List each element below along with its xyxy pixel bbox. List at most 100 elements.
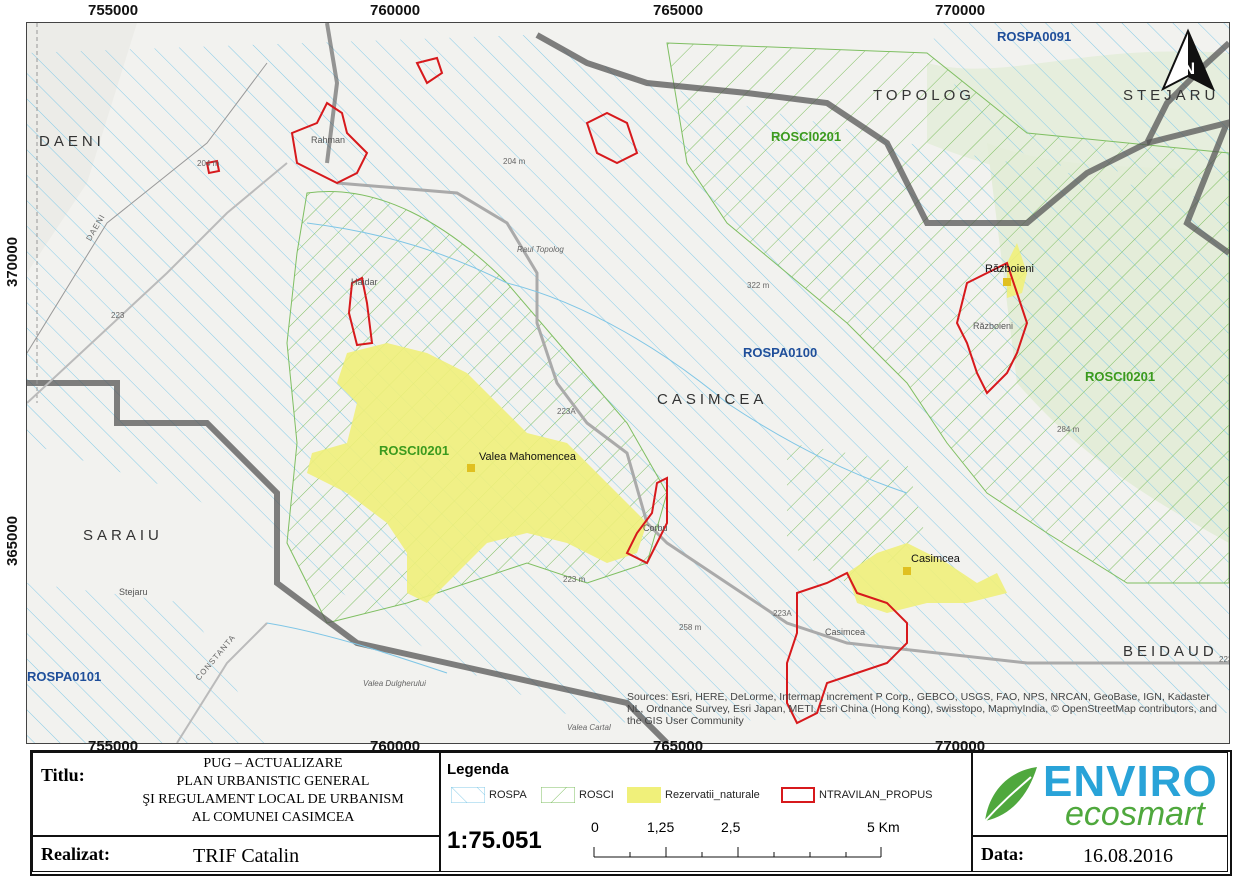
boundary-n (325, 23, 340, 164)
scale-tick-0: 0 (591, 819, 599, 835)
title-text: PUG – ACTUALIZARE PLAN URBANISTIC GENERA… (113, 755, 433, 827)
label-road-223A-2: 223A (773, 609, 792, 618)
title-line-3: ŞI REGULAMENT LOCAL DE URBANISM (142, 792, 404, 807)
boundary-e (1146, 119, 1229, 256)
label-casimcea-village: Casimcea (825, 627, 866, 637)
label-rospa0100: ROSPA0100 (743, 345, 818, 360)
title-label: Titlu: (41, 765, 85, 785)
scale-bar (593, 847, 882, 858)
coord-top-765000: 765000 (653, 2, 704, 19)
label-elevation-6: 204 m (197, 159, 220, 168)
intravilan-north (415, 56, 444, 85)
intravilan-casimcea (786, 571, 908, 725)
label-road-223-1: 223 (111, 311, 125, 320)
label-rospa0101: ROSPA0101 (27, 669, 102, 684)
label-elevation-2: 322 m (747, 281, 770, 290)
road-constanta (176, 622, 268, 743)
intravilan-razboieni (955, 261, 1029, 395)
marker-razboieni (1003, 278, 1011, 286)
rosci-area-east (666, 42, 1229, 584)
coord-top-770000: 770000 (935, 2, 986, 19)
legend-rospa-label: ROSPA (489, 789, 527, 801)
intravilan-swatch (781, 787, 815, 803)
label-rosci0201-top: ROSCI0201 (771, 129, 842, 144)
map-attribution: Sources: Esri, HERE, DeLorme, Intermap, … (627, 691, 1217, 727)
label-valea-cartal: Valea Cartal (567, 723, 611, 732)
label-raul-topolog: Raul Topolog (517, 245, 564, 254)
title-line-2: PLAN URBANISTIC GENERAL (176, 774, 370, 789)
legend-rosci-label: ROSCI (579, 789, 614, 801)
marker-casimcea (903, 567, 911, 575)
title-line-4: AL COMUNEI CASIMCEA (191, 810, 355, 825)
north-arrow-label: N (1182, 59, 1196, 78)
leaf-logo-icon (984, 767, 1037, 822)
label-valea-mahomencea: Valea Mahomencea (479, 451, 577, 463)
label-rosci0201-center: ROSCI0201 (379, 443, 450, 458)
legend-title: Legenda (447, 761, 509, 778)
rosci-swatch (541, 787, 575, 803)
label-beidaud: BEIDAUD (1123, 643, 1218, 660)
reserve-razboieni (1007, 243, 1027, 298)
label-rahman: Rahman (311, 135, 346, 145)
intravilan-rahman (290, 101, 369, 185)
coord-left-370000: 370000 (4, 236, 21, 287)
title-line-1: PUG – ACTUALIZARE (203, 756, 343, 771)
author-name: TRIF Catalin (193, 845, 300, 867)
label-rosci0201-right: ROSCI0201 (1085, 369, 1156, 384)
label-elevation-5: 284 m (1057, 425, 1080, 434)
legend-item-intravilan: NTRAVILAN_PROPUS (781, 787, 933, 803)
legend-item-reserve: Rezervatii_naturale (627, 787, 760, 803)
intravilan-corbu (625, 476, 668, 565)
coord-top-755000: 755000 (88, 2, 139, 19)
label-road-223A-1: 223A (557, 407, 576, 416)
date-label: Data: (981, 844, 1024, 864)
map-canvas (27, 23, 1229, 743)
scale-tick-2: 2,5 (721, 819, 741, 835)
marker-valea-mahomencea (467, 464, 475, 472)
rospa-area-sw (27, 583, 267, 743)
north-arrow-icon (1160, 28, 1216, 92)
logo-ecosmart: ecosmart (1065, 795, 1205, 833)
label-road-223-2: 223 (1219, 655, 1229, 664)
scale-tick-3: 5 Km (867, 819, 900, 835)
legend-reserve-label: Rezervatii_naturale (665, 789, 760, 801)
coord-left-365000: 365000 (4, 515, 21, 566)
coord-top-760000: 760000 (370, 2, 421, 19)
label-casimcea-reserve: Casimcea (911, 553, 960, 565)
boundary-daeni (27, 62, 268, 354)
map-frame[interactable]: ROSPA0091 ROSPA0100 ROSPA0101 ROSCI0201 … (26, 22, 1230, 744)
river-dulgherului (266, 622, 448, 674)
road-223 (27, 162, 288, 404)
logo-cell: ENVIRO ecosmart (972, 752, 1228, 836)
reserve-casimcea (847, 543, 1007, 613)
label-corbu: Corbu (643, 523, 668, 533)
boundary-sw (27, 380, 670, 743)
date-value: 16.08.2016 (1083, 845, 1173, 867)
legend-item-rosci: ROSCI (541, 787, 614, 803)
label-stejaru-village: Stejaru (119, 587, 148, 597)
reserve-swatch (627, 787, 661, 803)
label-topolog: TOPOLOG (873, 87, 975, 104)
legend-item-rospa: ROSPA (451, 787, 527, 803)
title-block: Titlu: PUG – ACTUALIZARE PLAN URBANISTIC… (30, 750, 1232, 876)
intravilan-small-w (205, 159, 221, 175)
boundary-ne (535, 32, 1229, 226)
label-daeni: DAENI (39, 133, 105, 150)
scale-ratio: 1:75.051 (447, 827, 542, 854)
label-elevation-3: 223 m (563, 575, 586, 584)
rospa-swatch (451, 787, 485, 803)
logo-enviro: ENVIRO (1043, 757, 1218, 806)
river-topolog (306, 222, 908, 494)
label-razboieni-village: Războieni (973, 321, 1014, 331)
label-elevation-1: 204 m (503, 157, 526, 166)
label-razboieni: Războieni (985, 263, 1034, 275)
legend-intravilan-label: NTRAVILAN_PROPUS (819, 789, 933, 801)
label-casimcea-commune: CASIMCEA (657, 391, 768, 408)
label-saraiu: SARAIU (83, 527, 163, 544)
label-haidar: Haidar (351, 277, 378, 287)
author-label: Realizat: (41, 844, 110, 864)
intravilan-haidar (347, 276, 374, 347)
intravilan-topolog (585, 111, 639, 165)
scale-tick-1: 1,25 (647, 819, 675, 835)
label-stejaru: STEJARU (1123, 87, 1220, 104)
